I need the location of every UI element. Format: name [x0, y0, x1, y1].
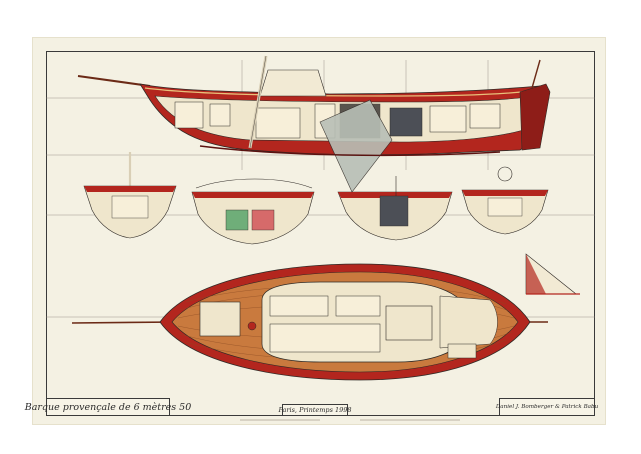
rudder-detail: [525, 253, 580, 295]
section-3: [337, 176, 453, 241]
cross-sections: [83, 152, 549, 245]
drawing-title: Barque provençale de 6 mètres 50: [25, 398, 191, 416]
section-2: [191, 178, 315, 245]
authors-label: Daniel J. Bomberger & Patrick Babu: [496, 398, 598, 416]
section-4: [461, 166, 549, 235]
deck-plan-view: [71, 263, 548, 381]
section-1: [83, 152, 177, 239]
side-profile-view: [77, 55, 551, 193]
place-date-label: Paris, Printemps 1998: [278, 404, 352, 416]
